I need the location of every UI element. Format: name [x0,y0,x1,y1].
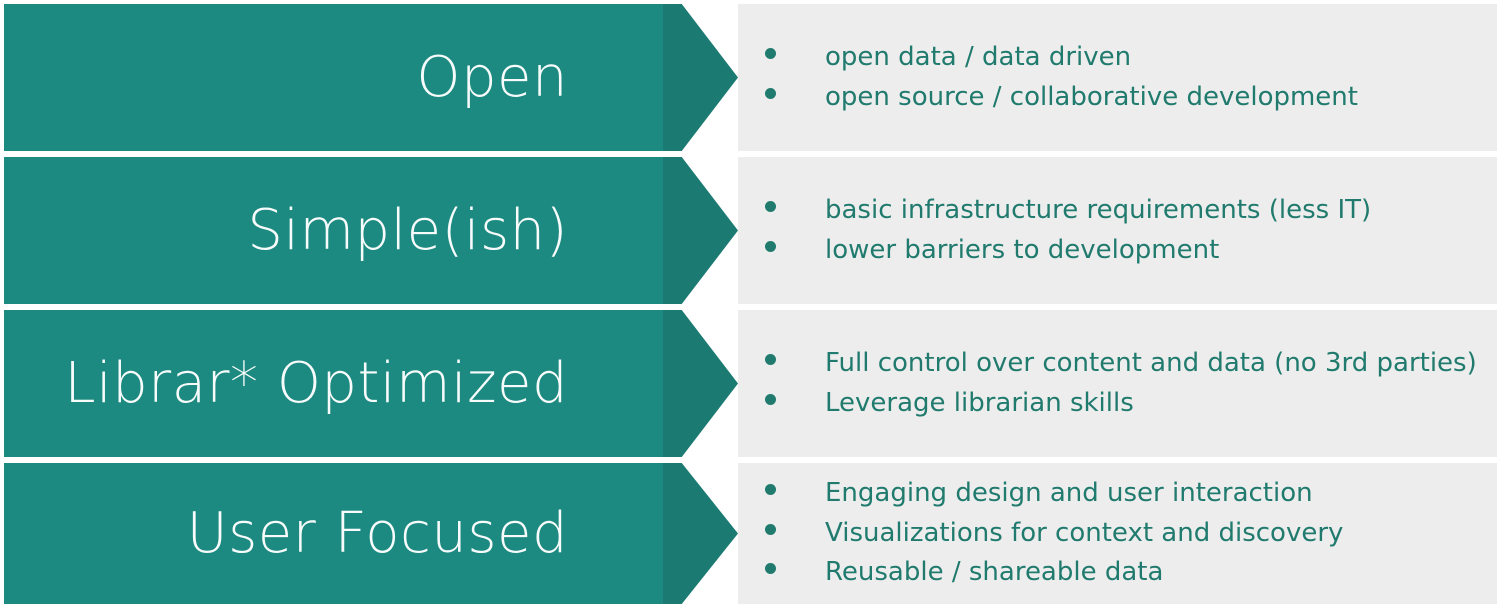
arrow-label: User Focused [186,500,568,566]
arrow-head-icon [663,463,738,604]
arrow-head-icon [663,310,738,457]
arrow-banner-user-focused: User Focused [4,463,738,604]
bullet-dot-icon [765,240,776,252]
bullet-dot-icon [765,353,776,365]
arrow-label: Open [416,44,568,110]
list-item: basic infrastructure requirements (less … [765,191,1497,231]
bullet-text: basic infrastructure requirements (less … [825,194,1372,225]
bullet-text: Full control over content and data (no 3… [825,347,1477,378]
arrow-shaft [4,157,663,304]
arrow-shaft [4,4,663,151]
bullet-text: Reusable / shareable data [825,557,1164,588]
bullet-text: Engaging design and user interaction [825,478,1313,509]
list-item: open source / collaborative development [765,78,1497,118]
bullet-text: Visualizations for context and discovery [825,517,1344,548]
list-item: Reusable / shareable data [765,553,1497,593]
diagram-row: Simple(ish) basic infrastructure require… [4,157,1497,304]
list-item: Engaging design and user interaction [765,474,1497,514]
list-item: open data / data driven [765,38,1497,78]
bullet-panel: Full control over content and data (no 3… [738,310,1497,457]
bullet-panel: open data / data driven open source / co… [738,4,1497,151]
bullet-panel: basic infrastructure requirements (less … [738,157,1497,304]
arrow-head-icon [663,4,738,151]
bullet-text: lower barriers to development [825,234,1220,265]
arrow-banner-open: Open [4,4,738,151]
list-item: Visualizations for context and discovery [765,514,1497,554]
bullet-dot-icon [765,393,776,405]
diagram-row: Open open data / data driven open source… [4,4,1497,151]
list-item: Leverage librarian skills [765,384,1497,424]
bullet-panel: Engaging design and user interaction Vis… [738,463,1497,604]
bullet-dot-icon [765,563,776,575]
bullet-dot-icon [765,87,776,99]
arrow-label: Librar* Optimized [64,350,568,416]
arrow-label: Simple(ish) [247,197,568,263]
list-item: Full control over content and data (no 3… [765,344,1497,384]
bullet-text: open source / collaborative development [825,81,1358,112]
bullet-dot-icon [765,523,776,535]
bullet-text: Leverage librarian skills [825,387,1134,418]
arrow-shaft [4,463,663,604]
arrow-head-icon [663,157,738,304]
arrow-banner-librar-optimized: Librar* Optimized [4,310,738,457]
arrow-banner-simple: Simple(ish) [4,157,738,304]
diagram-row: User Focused Engaging design and user in… [4,463,1497,604]
bullet-text: open data / data driven [825,41,1132,72]
list-item: lower barriers to development [765,231,1497,271]
bullet-dot-icon [765,200,776,212]
arrow-shaft [4,310,663,457]
bullet-dot-icon [765,47,776,59]
diagram-row: Librar* Optimized Full control over cont… [4,310,1497,457]
bullet-dot-icon [765,484,776,496]
